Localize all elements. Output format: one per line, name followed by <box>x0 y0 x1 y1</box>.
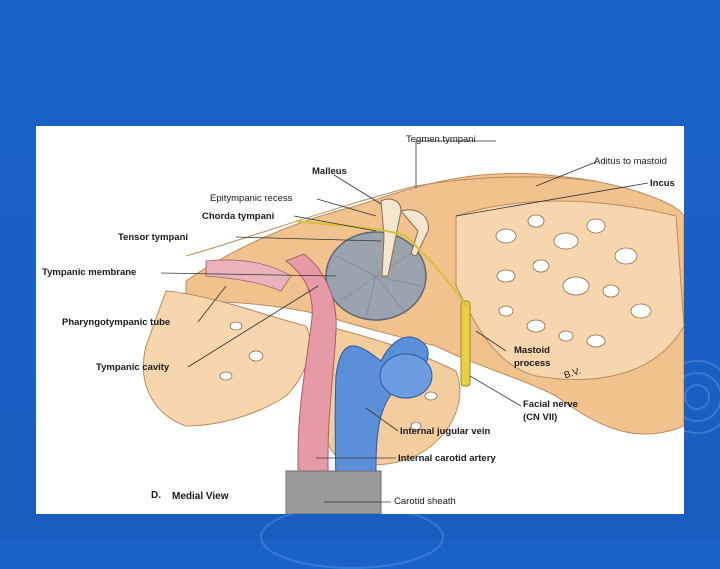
background-swirl <box>684 384 710 410</box>
label-incus: Incus <box>650 178 675 189</box>
label-mastoid-process: Mastoid <box>514 345 550 356</box>
carotid-sheath-shape <box>286 471 381 514</box>
label-mastoid-process-line2: process <box>514 358 550 369</box>
ear-anatomy-figure: Tegmen tympani Aditus to mastoid Malleus… <box>36 126 684 514</box>
view-caption: Medial View <box>172 491 229 502</box>
label-aditus-to-mastoid: Aditus to mastoid <box>594 156 667 167</box>
label-facial-nerve-line2: (CN VII) <box>523 412 557 423</box>
label-internal-jugular-vein: Internal jugular vein <box>400 426 490 437</box>
label-internal-carotid-artery: Internal carotid artery <box>398 453 496 464</box>
label-pharyngotympanic-tube: Pharyngotympanic tube <box>62 317 170 328</box>
label-malleus: Malleus <box>312 166 347 177</box>
lower-bone <box>143 291 310 426</box>
label-facial-nerve: Facial nerve <box>523 399 578 410</box>
view-caption-letter: D. <box>151 490 161 501</box>
background-swirl <box>260 505 444 569</box>
label-tympanic-membrane: Tympanic membrane <box>42 267 136 278</box>
label-tensor-tympani: Tensor tympani <box>118 232 188 243</box>
jugular-bulb <box>380 354 432 398</box>
label-epitympanic-recess: Epitympanic recess <box>210 193 292 204</box>
facial-nerve-trunk <box>461 301 470 386</box>
label-tegmen-tympani: Tegmen tympani <box>406 134 476 145</box>
label-tympanic-cavity: Tympanic cavity <box>96 362 169 373</box>
label-chorda-tympani: Chorda tympani <box>202 211 274 222</box>
label-carotid-sheath: Carotid sheath <box>394 496 456 507</box>
